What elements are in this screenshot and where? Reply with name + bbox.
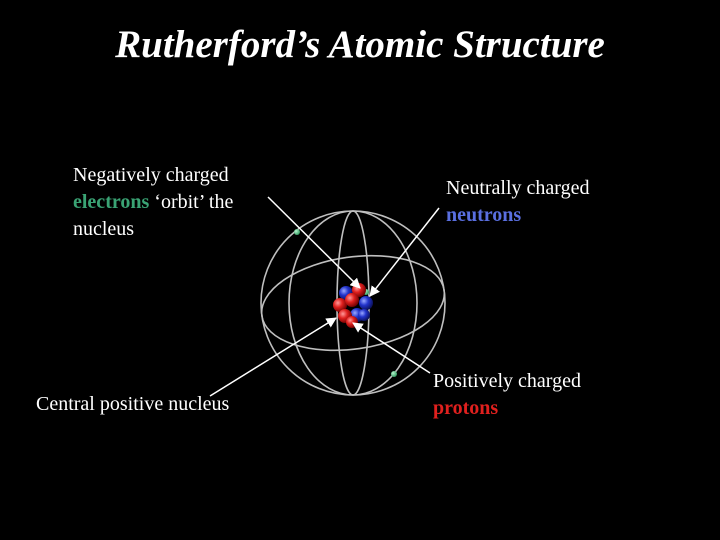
slide-title: Rutherford’s Atomic Structure — [115, 23, 605, 66]
electrons-label-line3: nucleus — [73, 218, 135, 240]
protons-label-line1: Positively charged — [433, 370, 581, 392]
proton-ball — [333, 298, 347, 312]
nucleus-label: Central positive nucleus — [36, 391, 229, 418]
neutrons-highlight: neutrons — [446, 204, 522, 226]
arrow-protons — [352, 322, 431, 374]
protons-label: Positively charged protons — [433, 368, 581, 422]
electrons-label-line1: Negatively charged — [73, 164, 229, 186]
neutrons-label-line1: Neutrally charged — [446, 177, 590, 199]
neutron-ball — [359, 296, 373, 310]
arrow-electrons — [267, 196, 361, 289]
equator-ring — [260, 254, 446, 352]
electrons-highlight: electrons — [73, 191, 150, 213]
electron-dot-3 — [391, 371, 397, 377]
proton-ball — [345, 293, 359, 307]
electrons-label: Negatively charged electrons ‘orbit’ the… — [73, 162, 233, 243]
arrow-nucleus — [209, 317, 337, 397]
electron-dot-1 — [294, 229, 300, 235]
arrow-neutrons — [369, 207, 440, 297]
proton-ball — [346, 316, 358, 328]
neutrons-label: Neutrally charged neutrons — [446, 175, 589, 229]
neutron-ball — [358, 309, 370, 321]
nucleus-label-text: Central positive nucleus — [36, 393, 230, 415]
pointer-arrows — [209, 196, 440, 397]
electrons-label-line2: ‘orbit’ the — [149, 191, 234, 213]
protons-highlight: protons — [433, 397, 499, 419]
